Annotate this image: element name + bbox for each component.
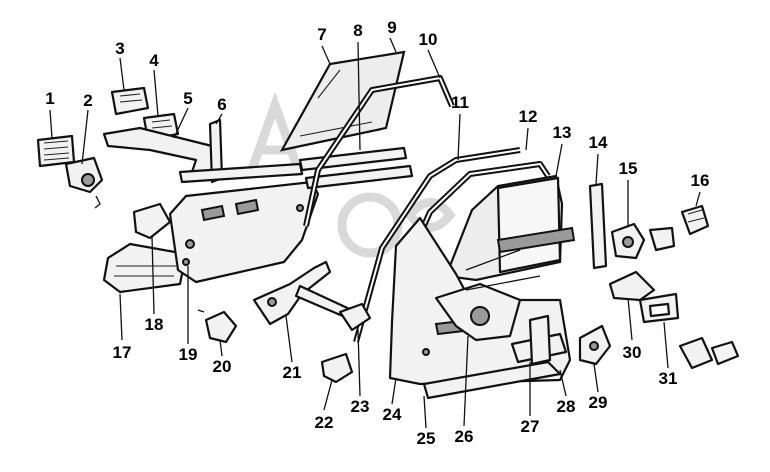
label-29: 29 — [589, 393, 608, 412]
part-23-hinge — [338, 302, 372, 332]
part-7-glass — [279, 50, 406, 152]
label-16: 16 — [691, 171, 710, 190]
label-23: 23 — [351, 397, 370, 416]
label-18: 18 — [145, 315, 164, 334]
part-11-outer-seal — [353, 147, 521, 343]
label-26: 26 — [455, 427, 474, 446]
part-number-labels: 1 2 3 4 5 6 7 8 9 10 11 12 13 14 15 16 1… — [45, 18, 709, 448]
label-11: 11 — [451, 93, 469, 112]
label-7: 7 — [317, 25, 326, 44]
part-2-mirror-mount — [64, 156, 104, 209]
label-22: 22 — [315, 413, 334, 432]
label-3: 3 — [115, 39, 124, 58]
part-22-hinge — [320, 352, 354, 384]
leader-lines — [49, 37, 701, 429]
part-30-exterior-handle — [608, 270, 656, 302]
label-17: 17 — [113, 343, 132, 362]
part-31-lock-cylinder — [638, 292, 740, 370]
label-28: 28 — [557, 397, 576, 416]
part-16-knob — [680, 204, 710, 236]
label-21: 21 — [283, 363, 302, 382]
label-2: 2 — [83, 91, 92, 110]
part-13-window-glass — [444, 174, 576, 282]
label-25: 25 — [417, 429, 436, 448]
door-trim-panel — [168, 180, 320, 284]
label-10: 10 — [419, 30, 438, 49]
label-13: 13 — [553, 123, 572, 142]
label-24: 24 — [383, 405, 402, 424]
label-30: 30 — [623, 343, 642, 362]
part-25-moulding — [422, 360, 562, 400]
label-19: 19 — [179, 345, 198, 364]
label-1: 1 — [45, 89, 54, 108]
part-6-rod — [178, 118, 304, 184]
part-26-regulator — [434, 249, 541, 342]
part-10-frame-seal — [303, 75, 455, 227]
part-18-pull-cup — [132, 202, 172, 240]
label-5: 5 — [183, 89, 192, 108]
label-8: 8 — [353, 21, 362, 40]
label-15: 15 — [619, 159, 638, 178]
label-6: 6 — [217, 95, 226, 114]
label-31: 31 — [659, 369, 678, 388]
part-15-lock — [610, 222, 676, 260]
label-14: 14 — [589, 133, 608, 152]
part-20-crank — [197, 309, 238, 344]
label-4: 4 — [149, 51, 159, 70]
part-8-channel — [298, 146, 414, 190]
part-3-switch — [110, 86, 150, 116]
label-20: 20 — [213, 357, 232, 376]
label-12: 12 — [519, 107, 538, 126]
part-28-rod — [528, 314, 552, 366]
label-9: 9 — [387, 18, 396, 37]
part-17-armrest-pocket — [102, 242, 188, 294]
part-14-strip — [588, 182, 608, 270]
part-1-grille — [36, 134, 76, 168]
part-29-latch — [578, 324, 612, 366]
label-27: 27 — [521, 417, 540, 436]
